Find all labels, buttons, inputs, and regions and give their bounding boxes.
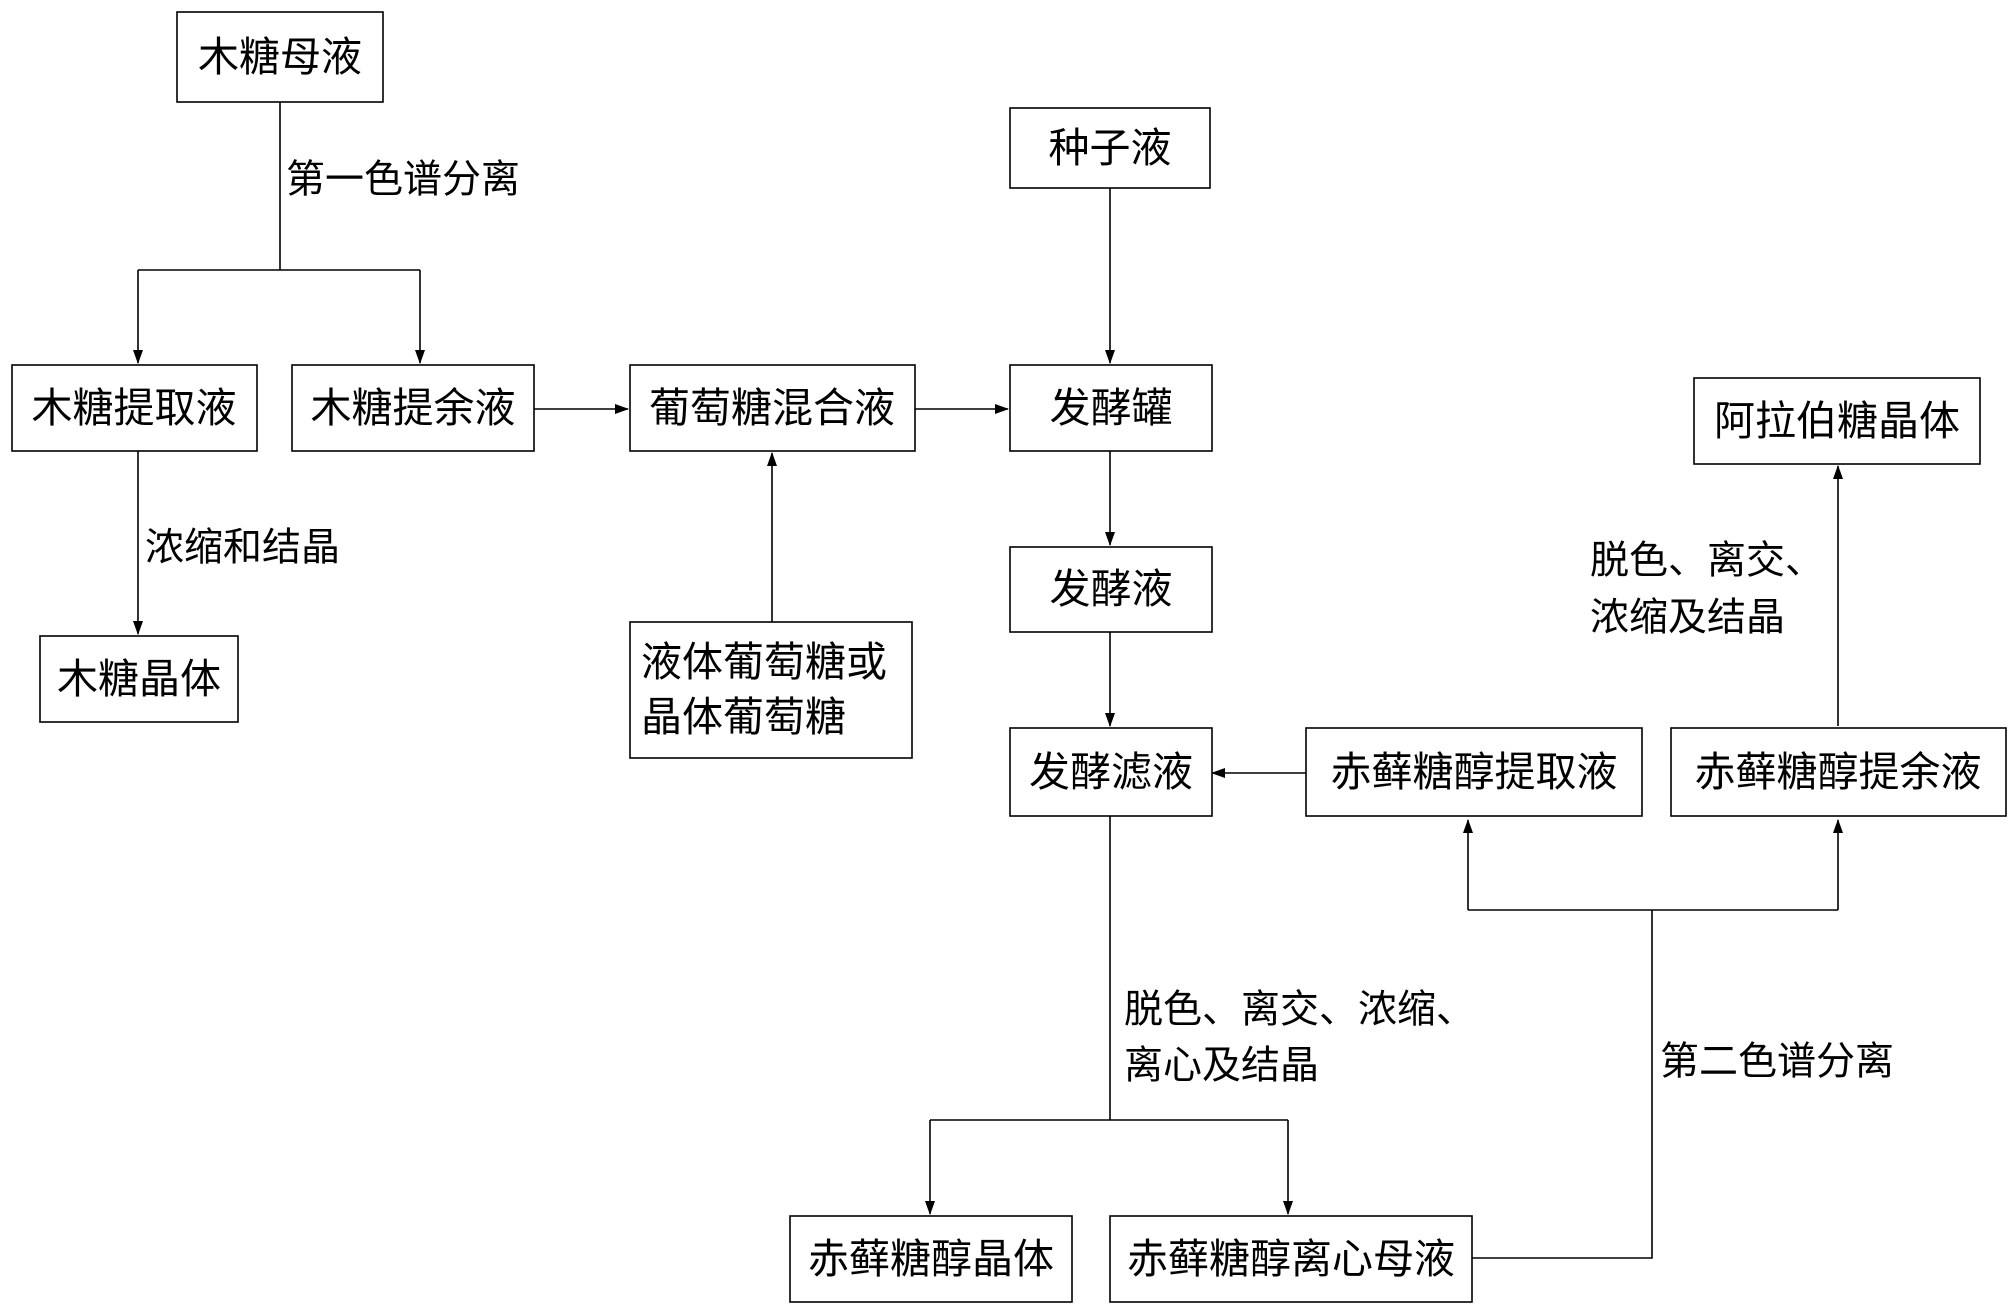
svg-text:葡萄糖混合液: 葡萄糖混合液: [649, 384, 895, 432]
node-erythritol-centrifuge-mother: 赤藓糖醇离心母液: [1110, 1216, 1472, 1302]
node-erythritol-extract: 赤藓糖醇提取液: [1306, 728, 1642, 816]
node-xylose-extract: 木糖提取液: [12, 365, 257, 451]
node-erythritol-raffinate: 赤藓糖醇提余液: [1671, 728, 2006, 816]
node-fermentation-broth: 发酵液: [1010, 547, 1212, 632]
svg-text:木糖晶体: 木糖晶体: [57, 655, 221, 703]
node-glucose-source: 液体葡萄糖或 晶体葡萄糖: [630, 622, 912, 758]
svg-text:木糖母液: 木糖母液: [198, 33, 362, 81]
svg-text:赤藓糖醇晶体: 赤藓糖醇晶体: [808, 1235, 1054, 1283]
node-erythritol-crystal: 赤藓糖醇晶体: [790, 1216, 1072, 1302]
node-fermentation-filtrate: 发酵滤液: [1010, 728, 1212, 816]
label-process-erythritol-line2: 离心及结晶: [1124, 1044, 1319, 1089]
svg-text:赤藓糖醇提余液: 赤藓糖醇提余液: [1695, 748, 1982, 796]
label-second-separation: 第二色谱分离: [1660, 1040, 1894, 1085]
svg-text:赤藓糖醇提取液: 赤藓糖醇提取液: [1331, 748, 1618, 796]
node-fermenter: 发酵罐: [1010, 365, 1212, 451]
svg-text:发酵滤液: 发酵滤液: [1029, 748, 1193, 796]
svg-text:木糖提余液: 木糖提余液: [311, 384, 516, 432]
node-xylose-mother-liquor: 木糖母液: [177, 12, 383, 102]
node-xylose-raffinate: 木糖提余液: [292, 365, 534, 451]
node-xylose-crystal: 木糖晶体: [40, 636, 238, 722]
svg-text:木糖提取液: 木糖提取液: [32, 384, 237, 432]
edges: [138, 102, 1838, 1258]
svg-text:赤藓糖醇离心母液: 赤藓糖醇离心母液: [1127, 1235, 1455, 1283]
svg-text:晶体葡萄糖: 晶体葡萄糖: [641, 693, 846, 741]
node-glucose-mix: 葡萄糖混合液: [630, 365, 915, 451]
label-first-separation: 第一色谱分离: [286, 158, 520, 203]
label-concentrate-crystallize: 浓缩和结晶: [145, 526, 340, 571]
svg-text:种子液: 种子液: [1049, 124, 1172, 172]
svg-text:发酵液: 发酵液: [1050, 565, 1173, 613]
label-process-arabinose-line1: 脱色、离交、: [1590, 539, 1824, 584]
svg-text:阿拉伯糖晶体: 阿拉伯糖晶体: [1714, 397, 1960, 445]
svg-text:发酵罐: 发酵罐: [1050, 384, 1173, 432]
svg-text:液体葡萄糖或: 液体葡萄糖或: [641, 638, 887, 686]
node-arabinose-crystal: 阿拉伯糖晶体: [1694, 378, 1980, 464]
label-process-erythritol-line1: 脱色、离交、浓缩、: [1124, 988, 1475, 1033]
node-seed-liquid: 种子液: [1010, 108, 1210, 188]
label-process-arabinose-line2: 浓缩及结晶: [1590, 596, 1785, 641]
edge-centrifuge-to-separation: [1472, 910, 1652, 1258]
